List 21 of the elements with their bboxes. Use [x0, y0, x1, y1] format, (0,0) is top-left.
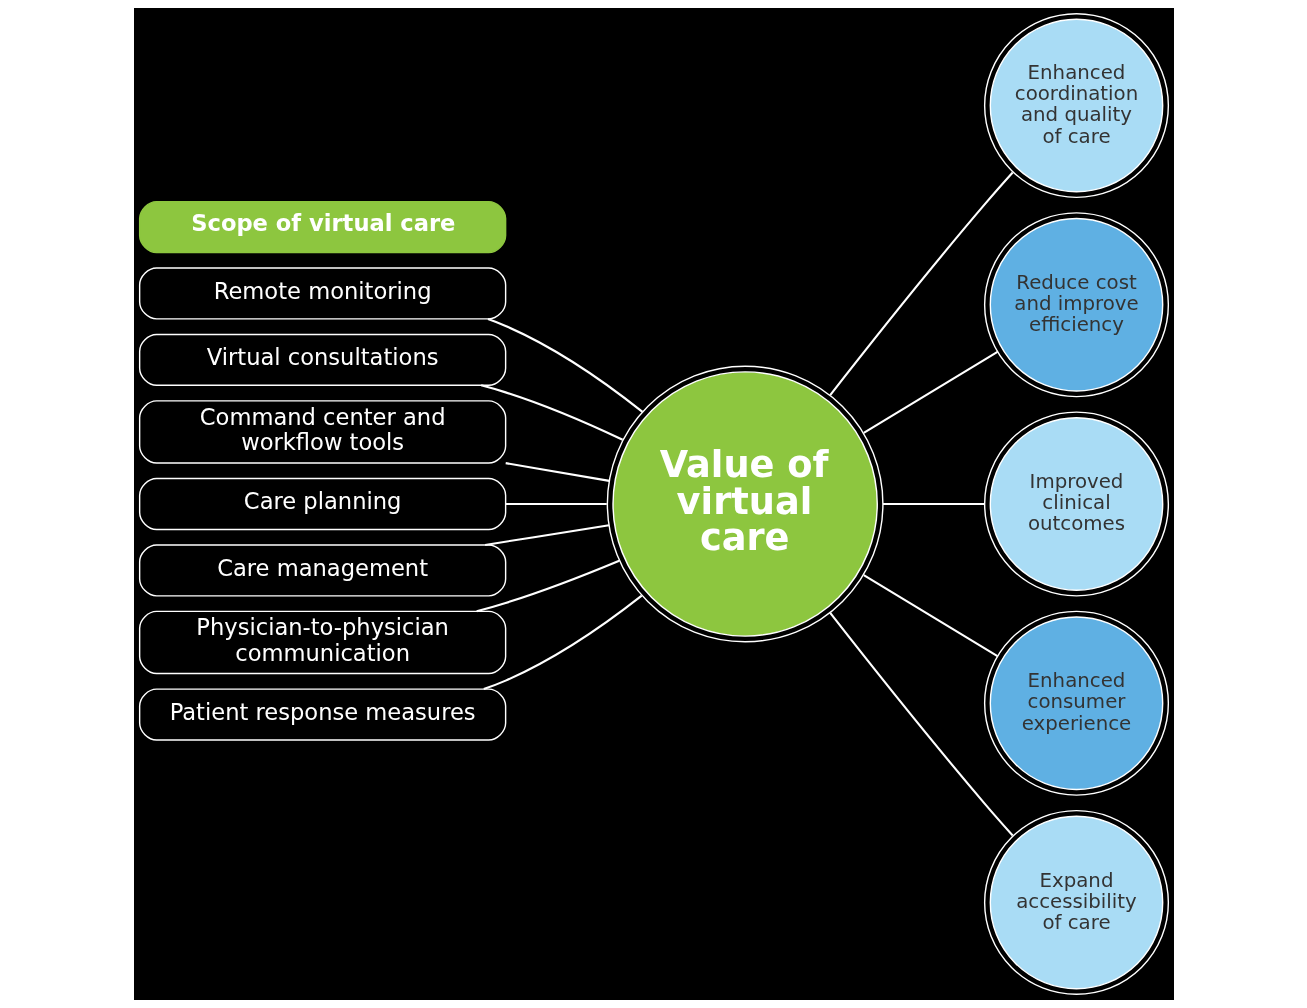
- connector: [828, 171, 1013, 396]
- node-box: Remote monitoring: [138, 267, 506, 320]
- node-circle: Enhanced consumer experience: [983, 610, 1169, 796]
- connector: [862, 574, 998, 658]
- connector: [505, 462, 609, 482]
- node-box: Care management: [138, 544, 506, 597]
- connector: [505, 502, 607, 506]
- node-circle: Enhanced coordination and quality of care: [983, 12, 1169, 199]
- node-circle: Value of virtual care: [606, 365, 884, 643]
- connector: [882, 502, 984, 506]
- connector: [862, 350, 998, 434]
- node-box: Command center and workflow tools: [138, 400, 506, 464]
- node-box: Scope of virtual care: [138, 200, 506, 254]
- node-circle: Improved clinical outcomes: [983, 411, 1169, 597]
- node-circle: Reduce cost and improve efficiency: [983, 212, 1169, 398]
- node-box: Patient response measures: [138, 688, 506, 741]
- connector: [828, 612, 1013, 837]
- node-box: Physician-to-physician communication: [138, 610, 506, 675]
- node-box: Virtual consultations: [138, 333, 506, 386]
- node-box: Care planning: [138, 477, 506, 531]
- node-circle: Expand accessibility of care: [983, 809, 1169, 996]
